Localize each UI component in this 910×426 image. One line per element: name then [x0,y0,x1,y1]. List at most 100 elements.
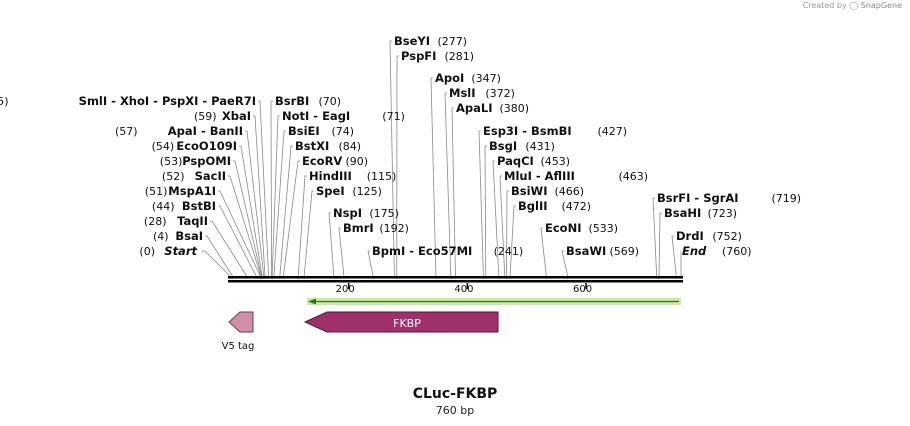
site-pos-pspfi: (281) [445,50,475,63]
site-label-bglii: BglII [518,199,548,213]
site-label-bstbi: BstBI [182,199,216,213]
feature-v5-tag-arrow [228,311,254,333]
site-label-apai: ApaI - BanII [168,124,243,138]
site-label-nspi: NspI [333,206,362,220]
site-line-apai [245,130,265,279]
site-label-bmri: BmrI [343,221,374,235]
site-pos-paqci: (453) [541,155,571,168]
site-pos-bsrbi: (70) [319,95,342,108]
site-pos-msli: (372) [485,87,515,100]
site-label-apoi: ApoI [435,71,464,85]
site-label-spei: SpeI [316,184,345,198]
site-line-bsai [205,235,233,279]
credit-prefix: Created by [802,1,847,10]
site-label-bpmi: BpmI - Eco57MI [372,244,472,258]
site-label-pspfi: PspFI [401,49,436,63]
site-label-xbai: XbaI [222,109,251,123]
site-line-paqci [492,160,500,279]
site-label-paqci: PaqCI [497,154,534,168]
site-label-econi: EcoNI [545,221,581,235]
end-pos-end: (760) [722,245,752,258]
site-pos-bsawi: (569) [610,245,640,258]
site-pos-bstbi: (44) [152,200,175,213]
feature-v5-tag-label: V5 tag [222,341,255,352]
backbone-top-strand [228,276,683,279]
site-pos-drdi: (752) [712,230,742,243]
site-label-apali: ApaLI [456,101,493,115]
credit-brand: SnapGene [860,1,902,10]
site-pos-apoi: (347) [471,72,501,85]
axis-tick-label-200: 200 [336,284,355,295]
site-label-bsiwi: BsiWI [511,184,548,198]
site-pos-hindiii: (115) [367,170,397,183]
site-label-bstxi: BstXI [295,139,329,153]
site-line-bmri [338,227,345,279]
site-label-bsrbi: BsrBI [275,94,309,108]
site-line-spei [303,190,314,279]
site-pos-bsrfi: (719) [772,192,802,205]
site-label-drdi: DrdI [676,229,704,243]
site-line-mlui [499,175,506,279]
site-line-mspa1i [218,190,261,279]
site-pos-sacii: (52) [162,170,185,183]
site-pos-bsiwi: (466) [555,185,585,198]
site-label-hindiii: HindIII [309,169,352,183]
feature-fkbp-label: FKBP [393,317,421,330]
site-label-bsiei: BsiEI [288,124,320,138]
site-pos-apai: (57) [115,125,138,138]
site-pos-econi: (533) [589,222,619,235]
site-line-bsiei [273,130,286,279]
site-pos-bseyi: (277) [438,35,468,48]
site-label-bsawi: BsaWI [566,244,606,258]
site-pos-apali: (380) [500,102,530,115]
site-pos-ecoo109i: (54) [152,140,175,153]
site-pos-bmri: (192) [379,222,409,235]
site-pos-bsahi: (723) [708,207,738,220]
site-label-bsgi: BsgI [489,139,517,153]
site-pos-bsiei: (74) [332,125,355,138]
site-pos-noti: (71) [382,110,405,123]
end-pos-start: (0) [139,245,155,258]
site-label-pspomi: PspOMI [182,154,231,168]
site-pos-nspi: (175) [369,207,399,220]
snapgene-credit: Created by ◯ SnapGene [803,1,902,10]
site-pos-bsai: (4) [153,230,169,243]
site-line-nspi [328,212,335,279]
site-label-ecorv: EcoRV [302,154,342,168]
site-pos-mspa1i: (51) [145,185,168,198]
site-label-bsrfi: BsrFI - SgrAI [657,191,739,205]
site-line-esp3i [478,130,484,279]
site-pos-bpmi: (241) [494,245,524,258]
site-line-noti [271,115,280,279]
site-label-sacii: SacII [195,169,226,183]
backbone-bottom-strand [228,280,683,283]
site-line-ecorv [283,160,300,279]
site-pos-bsgi: (431) [525,140,555,153]
site-pos-ecorv: (90) [346,155,369,168]
site-label-ecoo109i: EcoO109I [176,139,237,153]
site-label-bsai: BsaI [175,229,203,243]
site-line-bsrfi [652,197,658,279]
construct-length: 760 bp [435,404,475,417]
selection-arrow-icon [308,298,316,305]
site-label-noti: NotI - EagI [282,109,350,123]
site-line-sacii [228,175,262,279]
site-line-ecoo109i [239,145,263,279]
site-pos-mlui: (463) [619,170,649,183]
axis-tick-label-600: 600 [573,284,592,295]
site-pos-bstxi: (84) [339,140,362,153]
construct-title: CLuc-FKBP [412,386,498,402]
site-label-esp3i: Esp3I - BsmBI [483,124,572,138]
site-label-mlui: MluI - AflIII [504,169,575,183]
site-pos-pspomi: (53) [160,155,183,168]
site-pos-bglii: (472) [562,200,592,213]
site-line-bsahi [658,212,662,279]
site-label-bsahi: BsaHI [664,206,701,220]
site-line-bsgi [484,145,487,279]
site-label-msli: MslI [449,86,476,100]
site-line-econi [540,227,547,279]
site-pos-smli: (65) [0,95,9,108]
site-label-taqii: TaqII [177,214,208,228]
snapgene-logo-icon: ◯ [849,1,859,10]
